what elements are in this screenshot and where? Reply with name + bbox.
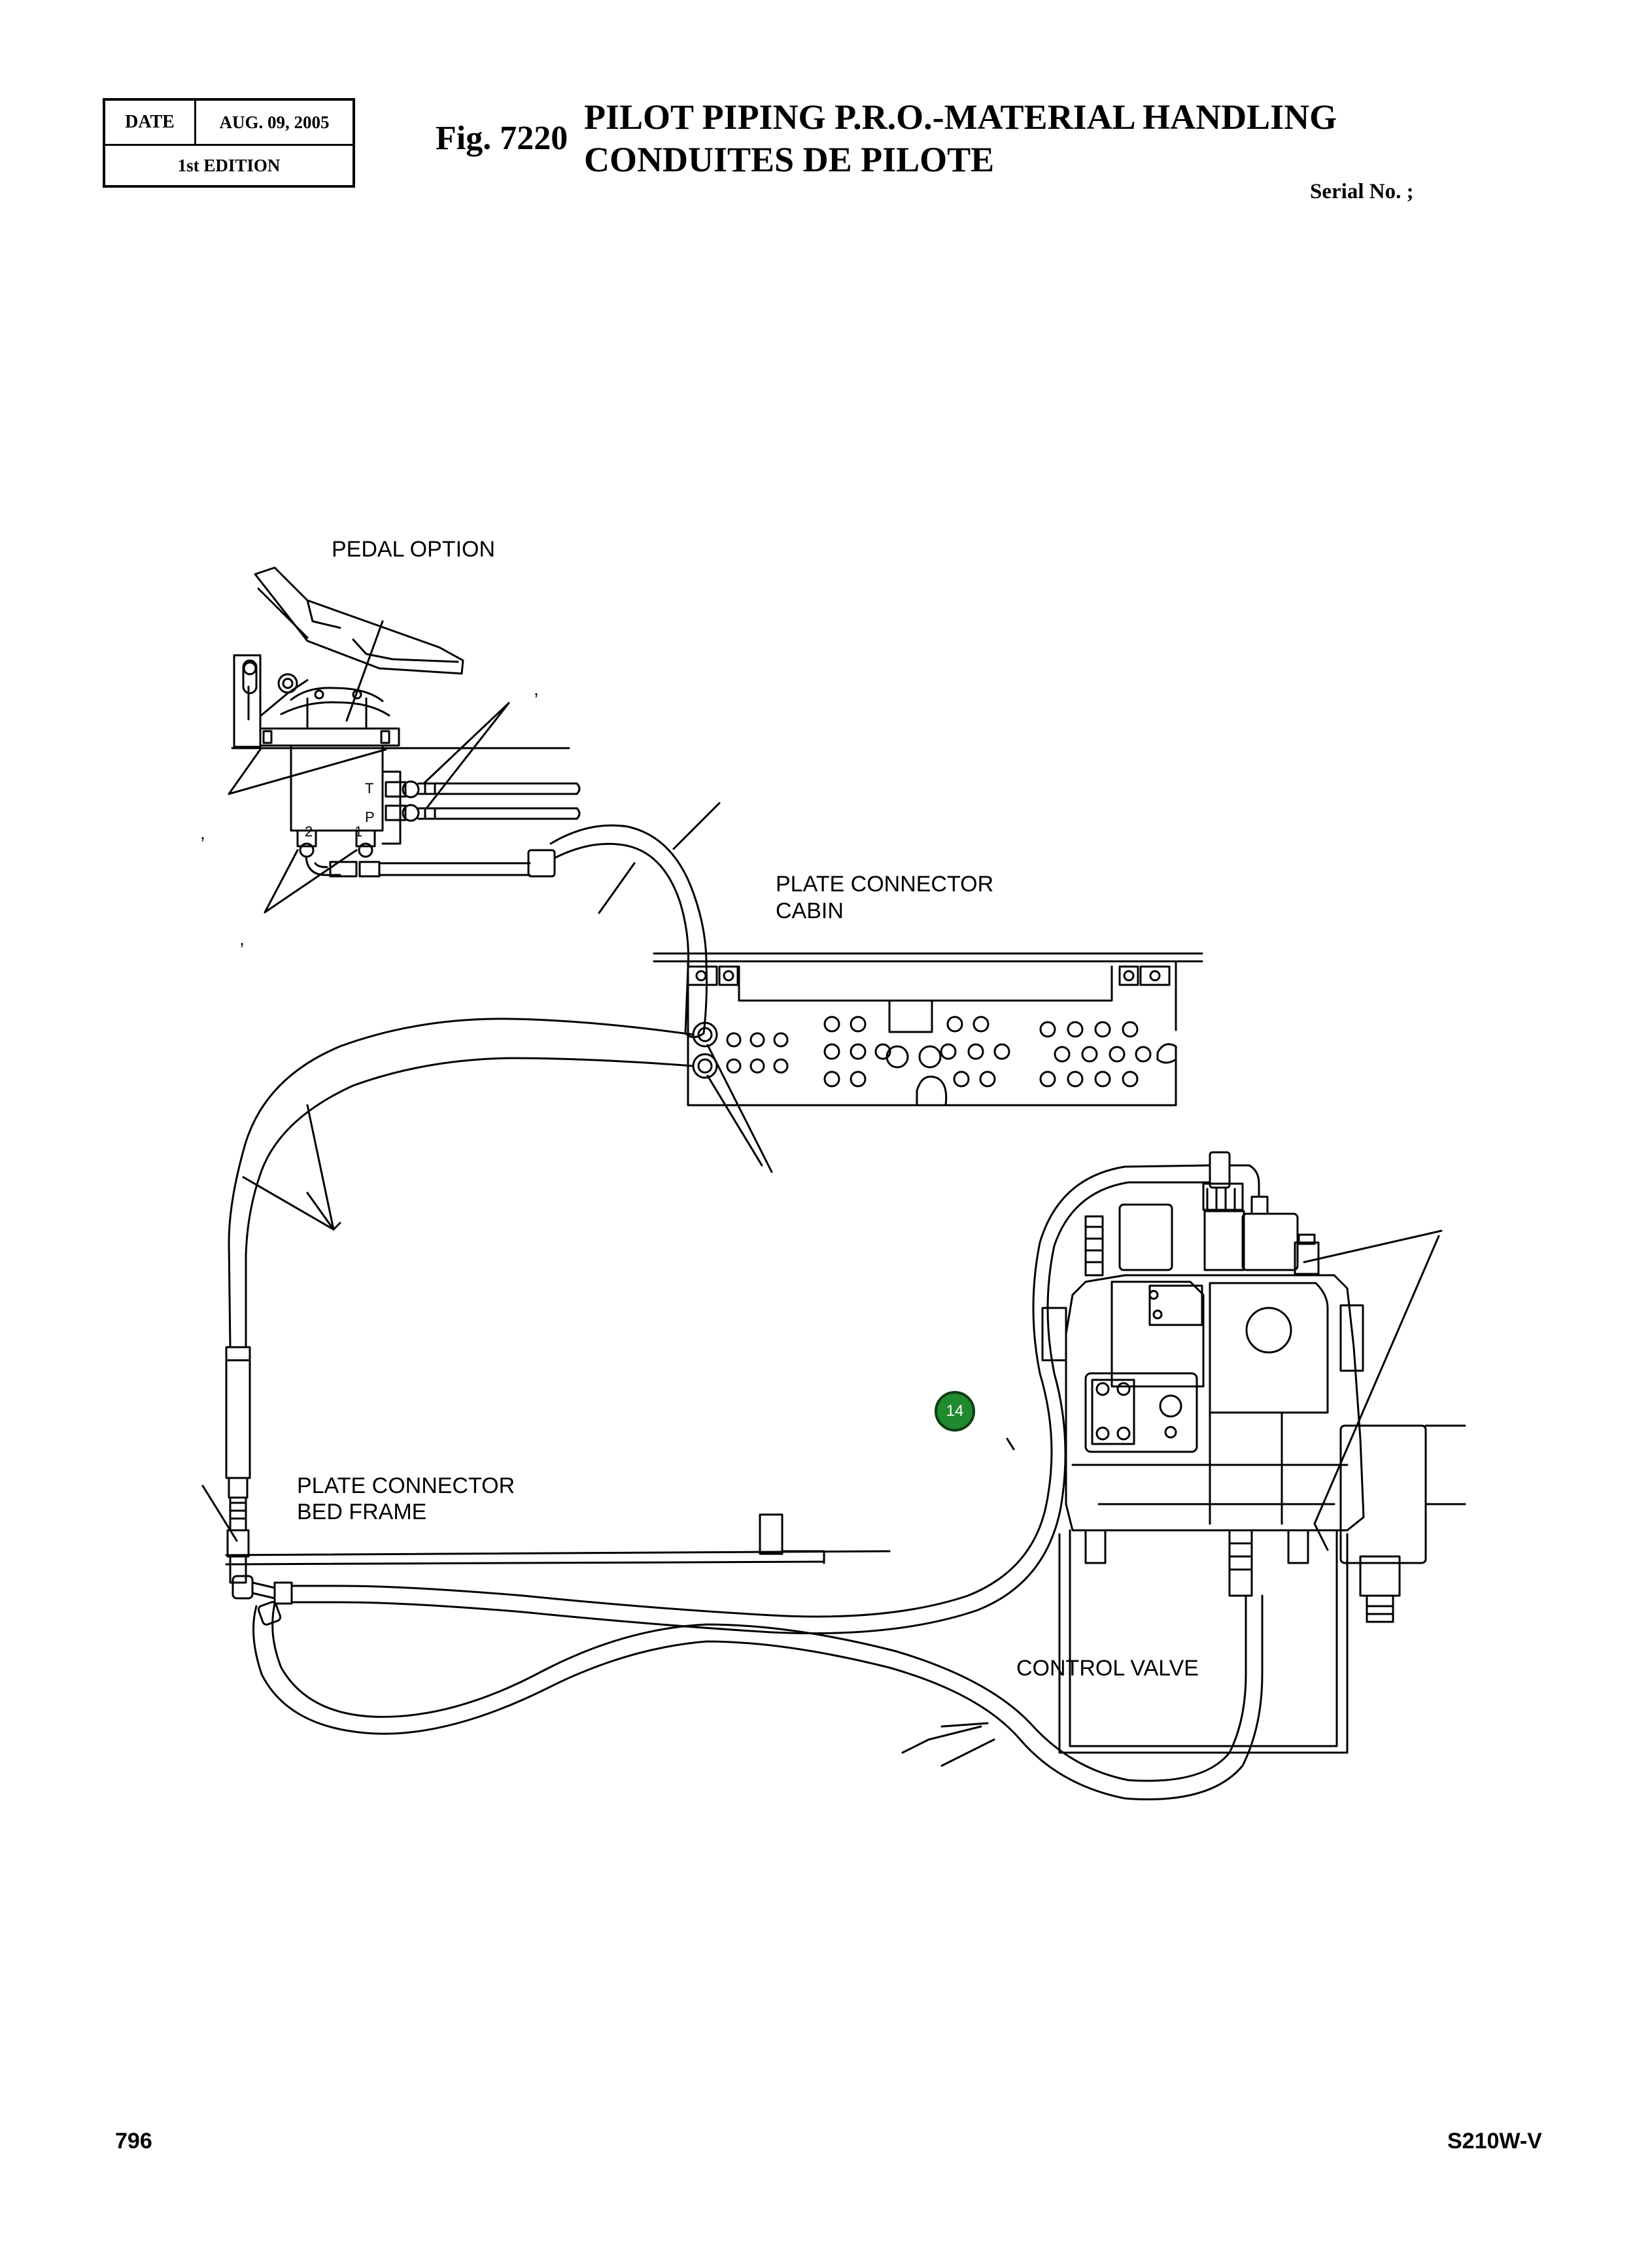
upper-hose-loop (549, 824, 708, 1039)
label-plate-connector-cabin-line2: CABIN (776, 899, 844, 923)
control-valve (1041, 1151, 1466, 1754)
plate-connector-cabin (653, 952, 1203, 1173)
port-label-t: T (365, 780, 374, 797)
figure-number: Fig. 7220 (436, 120, 568, 157)
cabin-plate-holes (726, 1016, 1152, 1088)
date-value: AUG. 09, 2005 (219, 112, 330, 132)
figure-title-en: PILOT PIPING P.R.O.-MATERIAL HANDLING (584, 97, 1337, 137)
left-hose (225, 1018, 695, 1584)
label-plate-connector-bed-line1: PLATE CONNECTOR (297, 1473, 515, 1498)
lower-hoses (232, 1164, 1264, 1800)
pedal-assembly (228, 566, 721, 914)
callout-14[interactable]: 14 (935, 1391, 975, 1432)
label-plate-connector-bed-line2: BED FRAME (297, 1500, 427, 1524)
figure-title-fr: CONDUITES DE PILOTE (584, 140, 995, 179)
port-label-p: P (365, 809, 375, 825)
edition-label: 1st EDITION (177, 155, 281, 175)
label-plate-connector-cabin-line1: PLATE CONNECTOR (776, 872, 994, 897)
port-label-2: 2 (305, 823, 313, 840)
plate-connector-bed-frame (201, 1485, 891, 1566)
label-pedal-option: PEDAL OPTION (332, 537, 496, 562)
comma-mark: , (200, 823, 205, 843)
serial-number: Serial No. ; (1310, 180, 1414, 203)
date-edition-box: DATE AUG. 09, 2005 1st EDITION (103, 98, 355, 188)
date-label: DATE (105, 101, 196, 144)
label-control-valve: CONTROL VALVE (1016, 1656, 1199, 1681)
port-label-1: 1 (354, 823, 363, 840)
model-number: S210W-V (1447, 2129, 1542, 2154)
comma-mark: , (239, 929, 245, 949)
page-number: 796 (115, 2129, 152, 2154)
comma-mark: , (534, 679, 539, 699)
